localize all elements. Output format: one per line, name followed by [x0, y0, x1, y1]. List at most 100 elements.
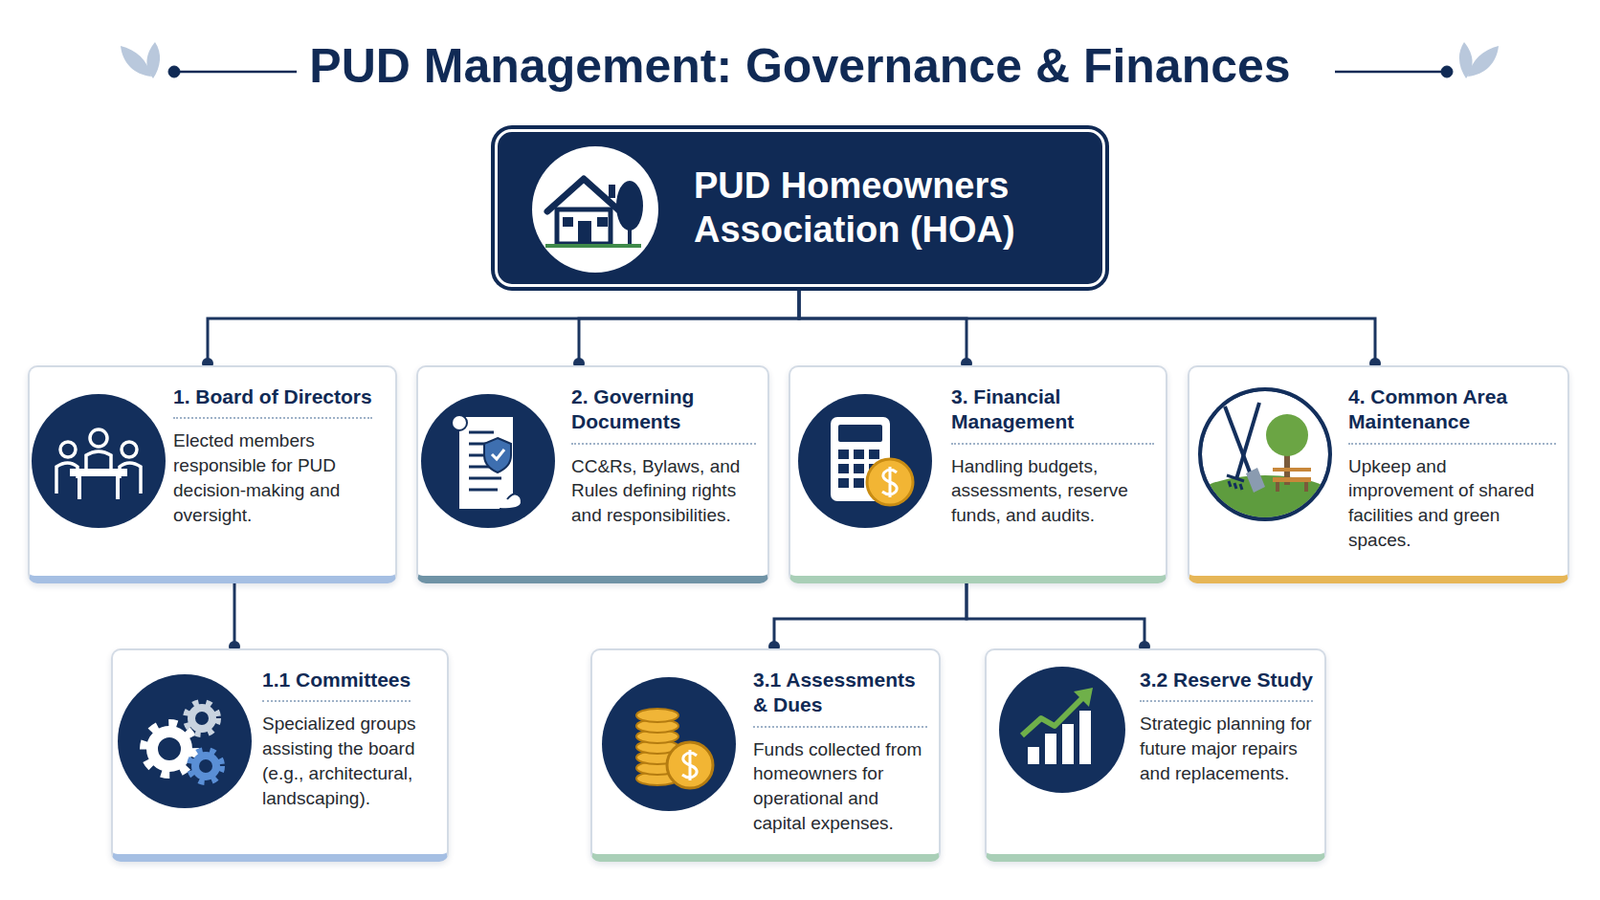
park-icon-part — [1200, 389, 1331, 520]
leaf-right-part — [1467, 45, 1499, 77]
text-column: 4. Common Area MaintenanceUpkeep and imp… — [1348, 384, 1556, 554]
documents-icon — [421, 394, 556, 529]
park-icon-part-part — [1272, 467, 1312, 472]
documents-icon-part-part — [468, 454, 485, 458]
connector-line — [966, 583, 1145, 649]
park-icon-part-part — [1272, 477, 1312, 483]
calculator-icon-part-part — [838, 449, 849, 460]
gears-icon-part — [195, 755, 217, 778]
board-icon-part — [69, 468, 128, 477]
connector-group — [966, 583, 1151, 653]
house-icon — [532, 146, 659, 273]
park-icon-part — [1236, 402, 1260, 480]
documents-icon-part — [468, 432, 502, 490]
park-icon-part — [1188, 387, 1342, 534]
category-box: 1. Board of DirectorsElected members res… — [27, 365, 398, 584]
board-icon-part-part — [60, 442, 76, 458]
chart-icon-part — [1027, 711, 1091, 765]
documents-icon-part-part — [468, 443, 487, 446]
park-icon-part-part — [1198, 387, 1333, 522]
board-icon-part — [31, 394, 166, 529]
park-icon-part-part — [1284, 446, 1290, 486]
calculator-icon-part-part — [853, 478, 865, 489]
calculator-icon-part-part — [838, 478, 849, 489]
box-description: Elected members responsible for PUD deci… — [173, 428, 384, 528]
coins-icon-part-part — [636, 730, 679, 744]
chart-icon-part-part — [1044, 733, 1057, 765]
house-icon-part — [545, 244, 642, 248]
chart-icon — [999, 666, 1126, 794]
gears-icon — [117, 674, 252, 809]
leaf-left-part — [146, 42, 160, 79]
connector-line — [233, 583, 237, 649]
board-icon — [31, 394, 166, 529]
connector-group — [799, 287, 973, 370]
house-icon-part — [608, 184, 616, 199]
board-icon-part-part — [56, 463, 78, 494]
box-description: Handling budgets, assessments, reserve f… — [951, 454, 1155, 529]
title-rule-left-part — [174, 70, 297, 74]
text-column: 3.1 Assessments & DuesFunds collected fr… — [753, 667, 928, 837]
title-area: PUD Management: Governance & Finances — [0, 38, 1600, 94]
documents-icon-part-part — [468, 477, 502, 481]
category-box: 1.1 CommitteesSpecialized groups assisti… — [111, 648, 449, 863]
connector-group — [228, 583, 241, 653]
calculator-icon — [798, 394, 933, 529]
root-title: PUD Homeowners Association (HOA) — [693, 164, 1091, 252]
calculator-icon-part-part — [838, 464, 849, 474]
house-icon-part — [562, 217, 574, 227]
board-icon-part-part — [89, 429, 108, 447]
box-heading: 3. Financial Management — [951, 384, 1155, 445]
leaf-left-part — [120, 45, 152, 77]
leaf-right — [1459, 42, 1499, 79]
calculator-icon-part-part — [868, 464, 880, 474]
board-icon-part-part — [119, 463, 141, 494]
box-description: Specialized groups assisting the board (… — [262, 711, 436, 811]
title-rule-left — [168, 66, 297, 78]
chart-icon-part-part — [1062, 724, 1074, 765]
calculator-icon-part-part — [868, 449, 880, 460]
connector-line — [774, 583, 967, 649]
calculator-icon-part-part — [853, 464, 865, 474]
house-icon-part — [597, 217, 608, 227]
title-rule-left-part — [168, 66, 180, 78]
documents-icon-part — [491, 449, 505, 460]
gears-icon-part — [189, 750, 223, 783]
documents-icon-part-part — [468, 488, 498, 492]
house-icon-part — [577, 221, 592, 245]
connector-group — [799, 287, 1381, 370]
gears-icon-part — [191, 708, 213, 730]
text-column: PUD Homeowners Association (HOA) — [693, 164, 1091, 252]
coins-icon-part-part — [636, 761, 679, 776]
chart-icon-part — [999, 666, 1126, 794]
calculator-icon-part-part — [853, 449, 865, 460]
chart-icon-part — [1022, 697, 1084, 736]
chart-icon-part-part — [1079, 711, 1091, 765]
coins-icon-part-part — [636, 740, 679, 755]
calculator-icon-part — [882, 466, 897, 498]
documents-icon-part-part — [468, 466, 502, 469]
coins-icon-part — [682, 750, 697, 781]
category-box: 3.1 Assessments & DuesFunds collected fr… — [590, 648, 941, 863]
root-box: PUD Homeowners Association (HOA) — [494, 129, 1106, 288]
gears-icon-part — [117, 674, 252, 809]
box-heading: 1. Board of Directors — [173, 384, 373, 420]
box-description: Funds collected from homeowners for oper… — [753, 737, 928, 837]
park-icon-part-part — [1304, 482, 1309, 492]
text-column: 1. Board of DirectorsElected members res… — [173, 384, 384, 529]
box-description: Upkeep and improvement of shared facilit… — [1348, 454, 1556, 554]
title-rule-right-part — [1441, 66, 1453, 78]
connector-line — [207, 287, 800, 366]
board-icon-part-part — [86, 451, 112, 469]
title-rule-right — [1334, 66, 1453, 78]
board-icon-part — [115, 476, 120, 500]
box-heading: 3.1 Assessments & Dues — [753, 667, 928, 729]
title-rule-right-part — [1334, 70, 1447, 74]
calculator-icon-part — [838, 424, 883, 443]
coins-icon-part — [601, 677, 736, 812]
coins-icon-part-part — [636, 751, 679, 765]
park-icon-part-part — [1188, 475, 1342, 534]
house-icon-part — [532, 146, 659, 273]
calculator-icon-part — [838, 449, 880, 489]
box-heading: 3.2 Reserve Study — [1139, 667, 1313, 703]
